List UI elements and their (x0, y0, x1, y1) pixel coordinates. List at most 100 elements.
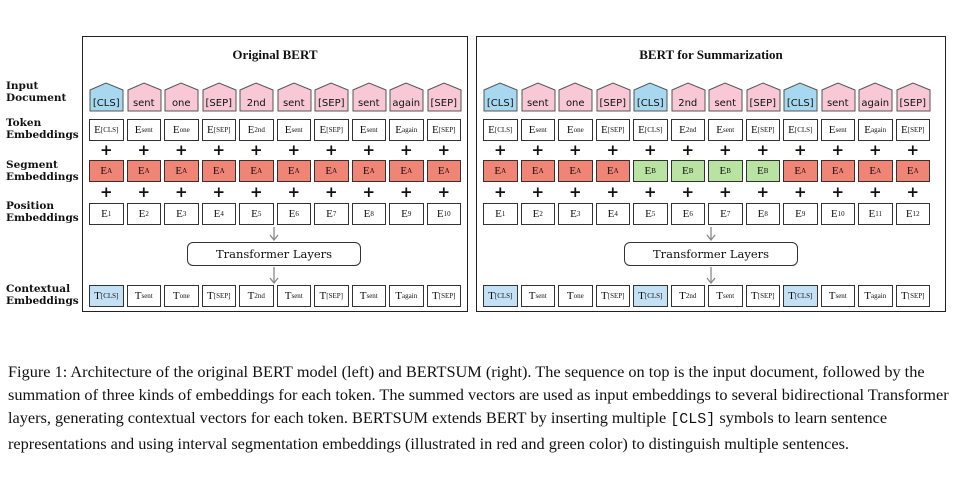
plus-sign: + (756, 141, 770, 159)
input-token: [CLS] (633, 82, 668, 112)
plus-sign: + (793, 141, 807, 159)
plus-sign: + (287, 183, 301, 201)
token-embedding: E[CLS] (783, 119, 818, 141)
input-token-label: [SEP] (599, 98, 627, 109)
token-embedding: E[SEP] (745, 119, 780, 141)
input-token-label: sent (714, 98, 737, 109)
plus-row: ++++++++++ (89, 183, 461, 201)
contextual-embedding: T[SEP] (745, 285, 780, 307)
plus-sign: + (249, 183, 263, 201)
input-token-label: [CLS] (636, 98, 664, 109)
plus-sign: + (137, 183, 151, 201)
input-token-label: [SEP] (430, 98, 458, 109)
plus-sign: + (137, 141, 151, 159)
input-token-label: one (171, 98, 191, 109)
plus-sign: + (568, 183, 582, 201)
token-embedding: E[SEP] (426, 119, 461, 141)
input-token-label: [CLS] (486, 98, 514, 109)
input-token: [CLS] (89, 82, 124, 112)
transformer-layers-box: Transformer Layers (187, 242, 361, 266)
plus-sign: + (868, 183, 882, 201)
plus-sign: + (324, 141, 338, 159)
input-token-label: sent (526, 98, 549, 109)
plus-sign: + (174, 183, 188, 201)
plus-sign: + (399, 183, 413, 201)
plus-sign: + (324, 183, 338, 201)
panel-title: Original BERT (232, 47, 318, 62)
plus-sign: + (212, 183, 226, 201)
input-token: again (858, 82, 893, 112)
input-token: [SEP] (314, 82, 349, 112)
input-token-label: [SEP] (205, 98, 233, 109)
plus-row: ++++++++++ (89, 141, 461, 159)
plus-sign: + (531, 183, 545, 201)
plus-sign: + (493, 183, 507, 201)
token-embedding: E[SEP] (895, 119, 930, 141)
input-token: sent (521, 82, 555, 112)
contextual-embedding: T[SEP] (595, 285, 630, 307)
contextual-embedding: T[SEP] (201, 285, 236, 307)
input-token: again (389, 82, 424, 112)
input-token: 2nd (239, 82, 274, 112)
input-token: [SEP] (202, 82, 236, 112)
plus-sign: + (868, 141, 882, 159)
input-token: [CLS] (483, 82, 518, 112)
down-arrow-icon (706, 267, 716, 284)
input-token-label: sent (826, 98, 849, 109)
plus-sign: + (643, 183, 657, 201)
panel-title: BERT for Summarization (639, 47, 783, 62)
input-token: [SEP] (427, 82, 461, 112)
input-token-label: sent (357, 98, 380, 109)
transformer-layers-box: Transformer Layers (624, 242, 798, 266)
input-token-label: sent (282, 98, 305, 109)
plus-sign: + (212, 141, 226, 159)
input-token: [SEP] (746, 82, 780, 112)
plus-sign: + (793, 183, 807, 201)
